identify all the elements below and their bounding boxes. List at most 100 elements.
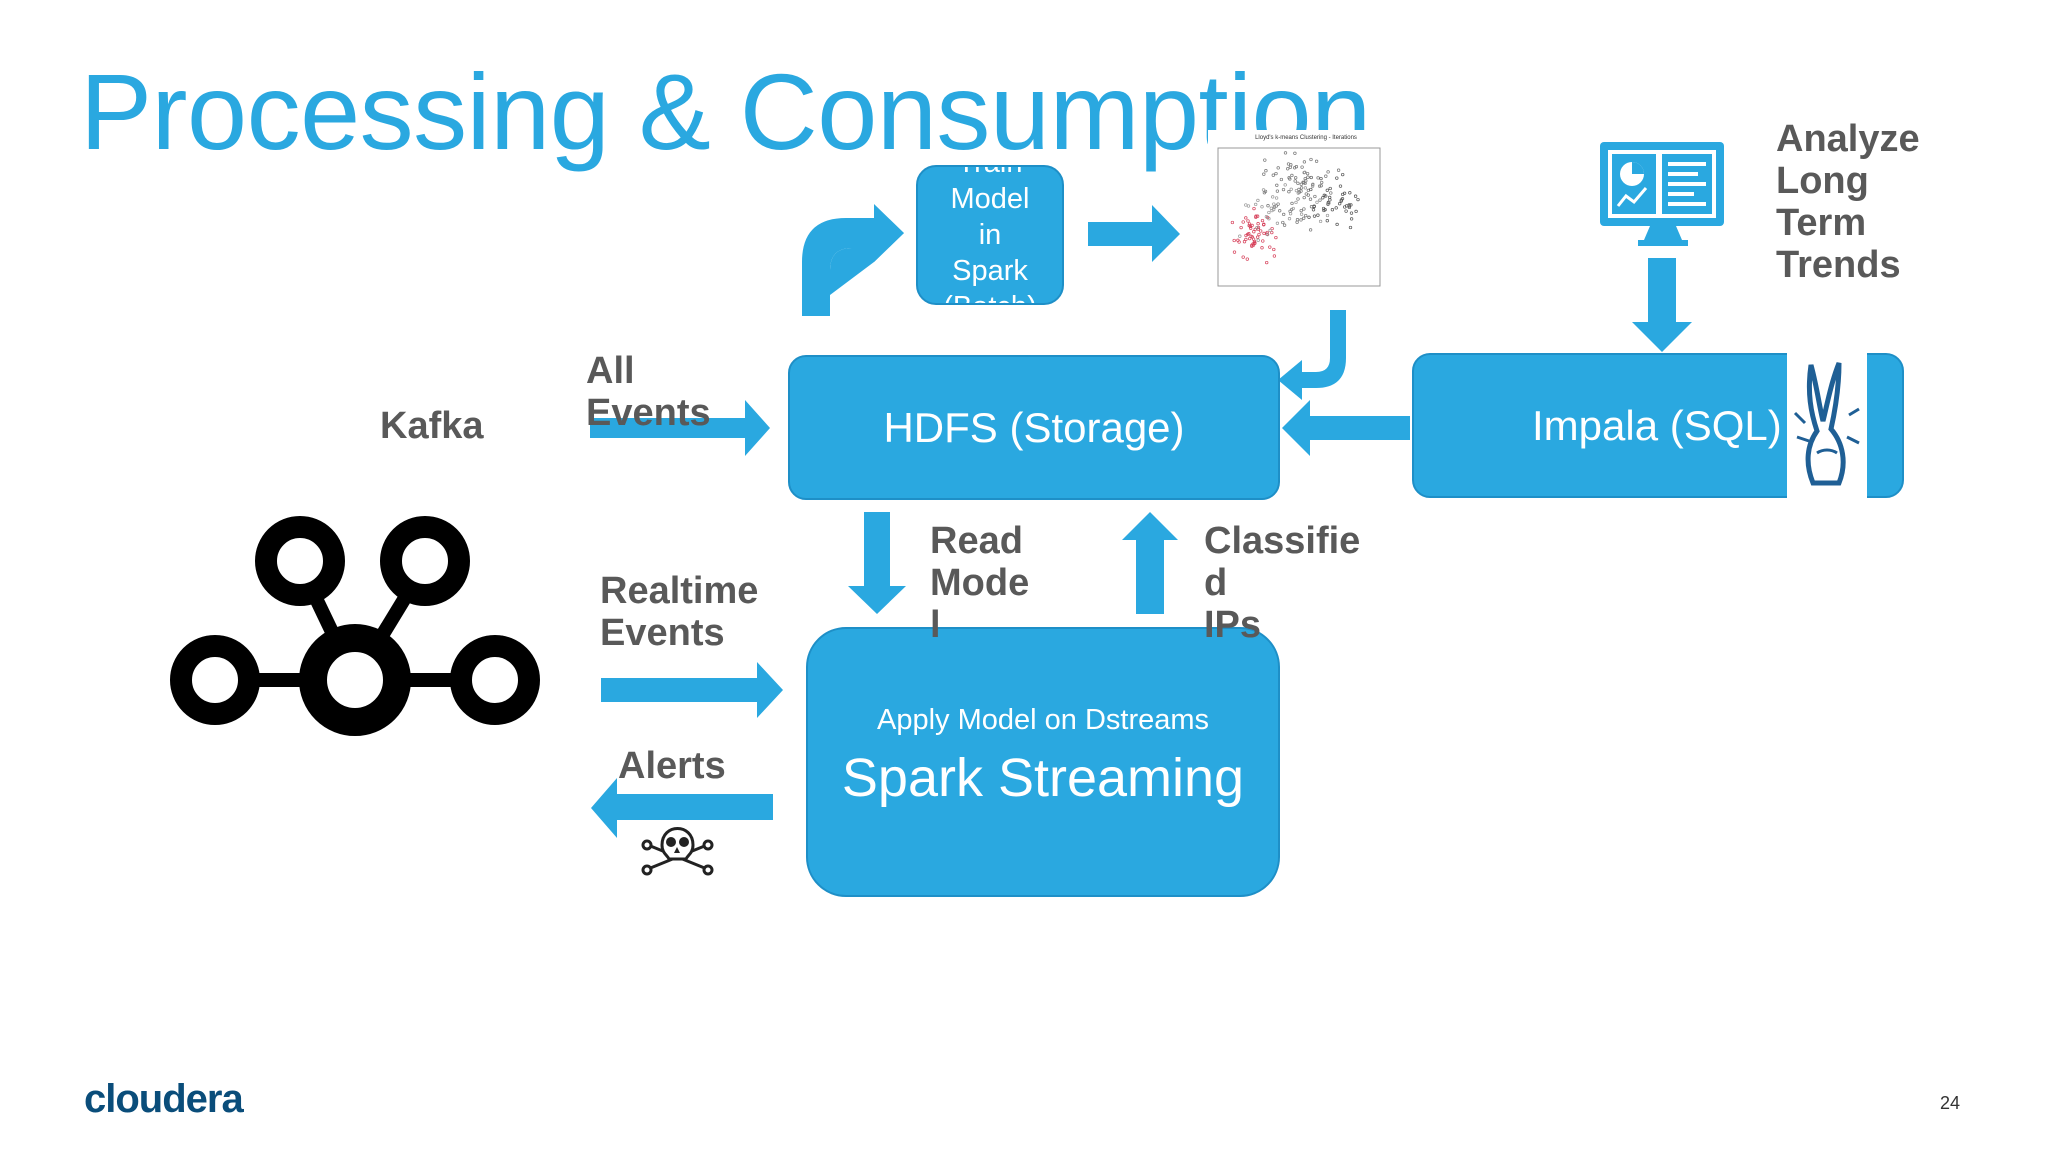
dashboard-monitor-icon bbox=[1600, 142, 1724, 246]
plot-point bbox=[1311, 208, 1316, 212]
plot-point bbox=[1296, 191, 1300, 195]
plot-point bbox=[1241, 255, 1245, 259]
plot-point bbox=[1325, 188, 1329, 192]
slide-title: Processing & Consumption bbox=[80, 51, 1371, 172]
plot-point bbox=[1283, 183, 1287, 187]
plot-point bbox=[1317, 184, 1322, 188]
plot-point bbox=[1310, 184, 1315, 188]
plot-point bbox=[1247, 232, 1251, 236]
plot-point bbox=[1265, 232, 1270, 237]
alerts-label: Alerts bbox=[618, 745, 726, 787]
plot-point bbox=[1347, 204, 1351, 208]
realtime-events-label: Realtime Events bbox=[600, 570, 758, 654]
arrow-impala-to-hdfs bbox=[1282, 400, 1410, 456]
plot-point bbox=[1312, 205, 1316, 209]
plot-point bbox=[1299, 218, 1303, 222]
plot-point bbox=[1330, 208, 1335, 212]
plot-point bbox=[1256, 198, 1260, 203]
plot-point bbox=[1264, 215, 1269, 219]
plot-point bbox=[1268, 228, 1272, 233]
plot-point bbox=[1299, 189, 1303, 193]
plot-point bbox=[1309, 187, 1313, 192]
plot-point bbox=[1325, 213, 1330, 218]
all-events-line-2: Events bbox=[586, 392, 711, 434]
plot-point bbox=[1249, 234, 1253, 238]
plot-point bbox=[1329, 191, 1333, 195]
plot-point bbox=[1256, 235, 1260, 239]
plot-point bbox=[1256, 238, 1260, 242]
plot-point bbox=[1343, 205, 1347, 209]
plot-point bbox=[1252, 230, 1256, 234]
train-line-3: in bbox=[978, 219, 1002, 251]
plot-point bbox=[1267, 210, 1271, 215]
plot-point bbox=[1276, 202, 1280, 206]
arrow-train-to-plot bbox=[1088, 205, 1180, 262]
arrow-alerts bbox=[591, 778, 773, 838]
plot-point bbox=[1244, 216, 1248, 220]
skull-crossbones-icon bbox=[641, 827, 714, 876]
plot-point bbox=[1338, 184, 1343, 188]
read-model-label: Read Mode l bbox=[930, 520, 1029, 646]
plot-point bbox=[1272, 202, 1276, 206]
plot-point bbox=[1319, 176, 1323, 181]
plot-point bbox=[1327, 201, 1331, 205]
plot-point bbox=[1232, 250, 1237, 254]
plot-point bbox=[1260, 205, 1264, 209]
plot-point bbox=[1316, 213, 1320, 217]
plot-point bbox=[1319, 184, 1323, 188]
arrow-all-events bbox=[590, 400, 770, 456]
plot-point bbox=[1261, 239, 1265, 243]
page-number: 24 bbox=[1940, 1093, 1961, 1113]
plot-point bbox=[1306, 175, 1310, 179]
plot-point bbox=[1286, 167, 1290, 171]
plot-point bbox=[1244, 233, 1248, 238]
plot-point bbox=[1297, 187, 1301, 192]
plot-point bbox=[1246, 204, 1251, 208]
plot-point bbox=[1334, 206, 1338, 210]
plot-point bbox=[1254, 215, 1258, 219]
plot-point bbox=[1253, 241, 1257, 246]
plot-point bbox=[1272, 205, 1276, 210]
plot-point bbox=[1282, 223, 1287, 227]
plot-point bbox=[1239, 225, 1243, 230]
plot-point bbox=[1244, 237, 1248, 242]
plot-point bbox=[1274, 196, 1279, 200]
plot-point bbox=[1294, 188, 1299, 193]
plot-point bbox=[1245, 257, 1249, 261]
plot-point bbox=[1289, 187, 1293, 191]
plot-point bbox=[1275, 221, 1280, 225]
plot-point bbox=[1328, 186, 1332, 191]
analyze-trends-label: Analyze Long Term Trends bbox=[1776, 118, 1920, 286]
plot-point bbox=[1303, 186, 1308, 190]
plot-point bbox=[1294, 165, 1299, 169]
plot-point bbox=[1316, 176, 1320, 180]
classified-ips-label: Classifie d IPs bbox=[1204, 520, 1360, 646]
train-line-4: Spark bbox=[952, 255, 1028, 287]
plot-point bbox=[1251, 242, 1255, 246]
plot-point bbox=[1295, 220, 1299, 224]
analyze-line-1: Analyze bbox=[1776, 118, 1920, 160]
plot-point bbox=[1349, 211, 1354, 215]
plot-point bbox=[1299, 186, 1304, 190]
plot-point bbox=[1315, 200, 1319, 204]
read-model-line-2: Mode bbox=[930, 562, 1030, 604]
plot-point bbox=[1290, 173, 1294, 178]
plot-point bbox=[1279, 177, 1284, 182]
plot-point bbox=[1238, 234, 1242, 238]
plot-point bbox=[1256, 222, 1260, 226]
plot-point bbox=[1309, 175, 1313, 180]
plot-point bbox=[1318, 198, 1322, 202]
plot-point bbox=[1262, 191, 1267, 195]
plot-point bbox=[1313, 194, 1317, 199]
plot-point bbox=[1253, 227, 1257, 232]
arrow-realtime-events bbox=[601, 662, 783, 718]
plot-point bbox=[1271, 173, 1275, 177]
plot-point bbox=[1265, 230, 1269, 235]
train-model-box: Train Model in Spark (Batch) bbox=[916, 165, 1064, 305]
plot-point bbox=[1348, 225, 1353, 230]
kafka-label: Kafka bbox=[380, 405, 484, 447]
plot-point bbox=[1338, 202, 1342, 206]
plot-point bbox=[1322, 193, 1326, 197]
arrow-analyze-to-impala bbox=[1632, 258, 1692, 352]
impala-label: Impala (SQL) bbox=[1532, 401, 1782, 449]
